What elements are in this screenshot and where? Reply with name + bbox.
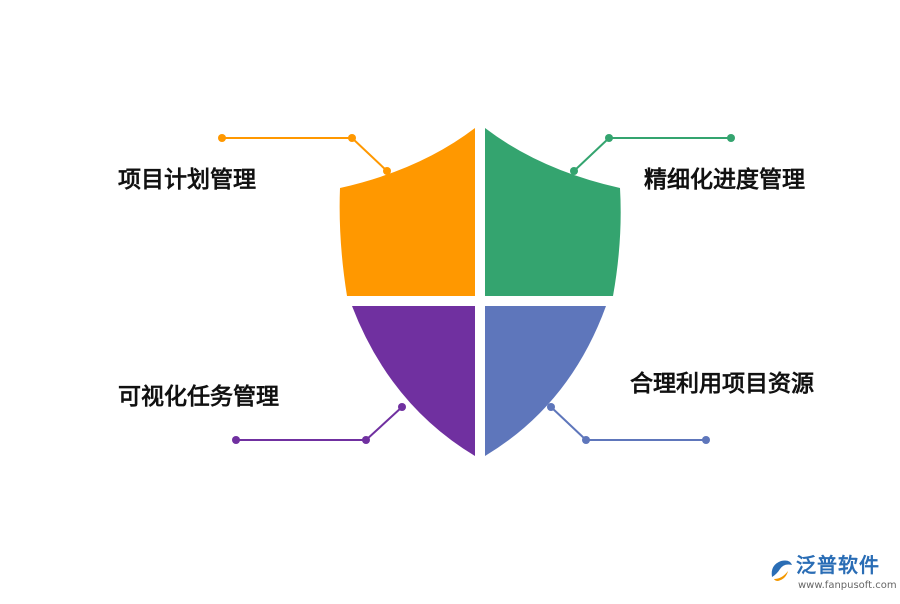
shield-segment-top-right — [485, 128, 621, 296]
label-bottom-left: 可视化任务管理 — [118, 384, 279, 410]
shield-segment-top-left — [339, 128, 475, 296]
brand-name: 泛普软件 — [796, 553, 880, 577]
label-top-left: 项目计划管理 — [118, 167, 256, 193]
label-top-right: 精细化进度管理 — [644, 167, 805, 193]
label-bottom-right: 合理利用项目资源 — [630, 371, 814, 397]
shield-segment-bottom-left — [352, 306, 475, 456]
brand-mark-icon — [771, 560, 792, 581]
connector-bottom-left — [232, 403, 406, 444]
brand-logo: 泛普软件 www.fanpusoft.com — [766, 553, 897, 597]
shield-segment-bottom-right — [485, 306, 606, 456]
brand-url: www.fanpusoft.com — [798, 580, 897, 591]
connector-top-left — [218, 134, 391, 175]
connector-top-right — [570, 134, 735, 175]
connector-bottom-right — [547, 403, 710, 444]
